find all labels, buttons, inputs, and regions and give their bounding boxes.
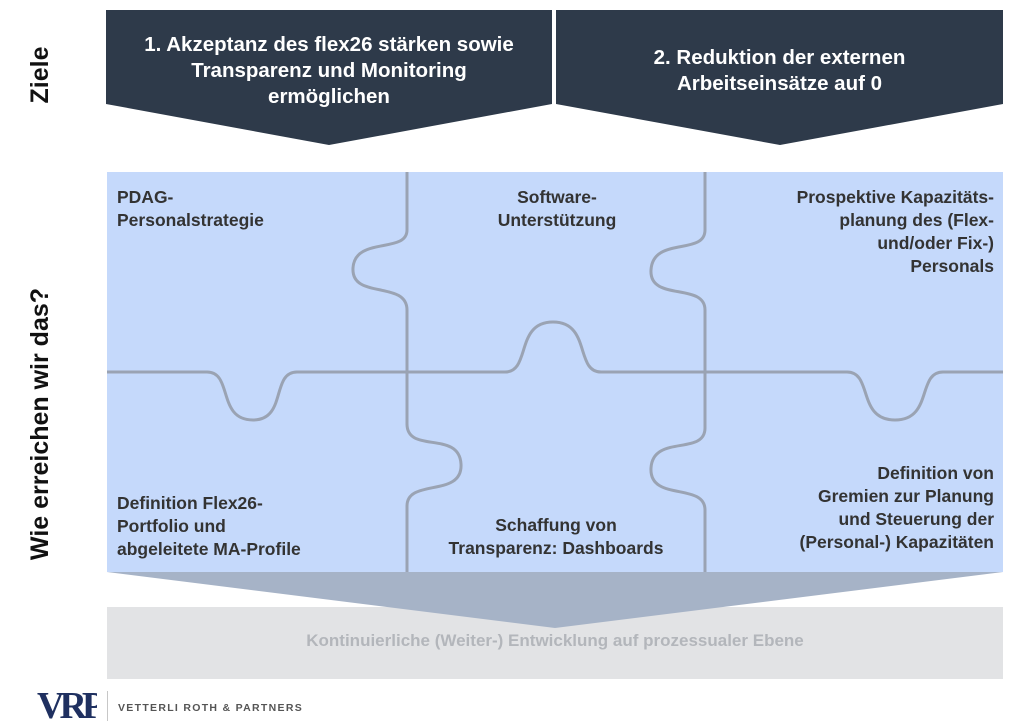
goal-banner-1-shape [106,10,552,145]
piece-6-line-2: Gremien zur Planung [818,486,994,506]
goal-banner-1-text: 1. Akzeptanz des flex26 stärken sowie Tr… [106,32,552,110]
seam-left-bottom [405,370,463,572]
piece-4-line-3: abgeleitete MA-Profile [117,539,301,559]
puzzle-to-foundation-wedge [107,572,1003,628]
piece-personalstrategie-label: PDAG- Personalstrategie [117,186,264,232]
goals-side-label: Ziele [26,46,54,104]
puzzle-grid: PDAG- Personalstrategie Software- Unters… [107,172,1003,572]
piece-6-line-4: (Personal-) Kapazitäten [799,532,994,552]
piece-5-line-1: Schaffung von [495,515,617,535]
piece-portfolio-label: Definition Flex26- Portfolio und abgelei… [117,492,301,561]
goal-banner-1: 1. Akzeptanz des flex26 stärken sowie Tr… [106,10,552,145]
seam-h-left [107,370,409,422]
seam-right-top [649,172,707,374]
piece-gremien-label: Definition von Gremien zur Planung und S… [704,462,994,554]
piece-4-line-1: Definition Flex26- [117,493,263,513]
logo-separator [107,691,108,721]
seam-right-bottom [649,370,707,572]
seam-left-top [351,172,409,374]
piece-3-line-2: planung des (Flex- [839,210,994,230]
piece-6-line-1: Definition von [877,463,994,483]
company-name: VETTERLI ROTH & PARTNERS [118,702,304,714]
piece-2-line-2: Unterstützung [497,210,617,230]
piece-5-line-2: Transparenz: Dashboards [448,538,664,558]
goal-1-line-1: 1. Akzeptanz des flex26 stärken sowie [144,33,514,56]
puzzle-graphic [107,172,1003,572]
foundation-label: Kontinuierliche (Weiter-) Entwicklung au… [306,631,804,650]
piece-dashboards-label: Schaffung von Transparenz: Dashboards [407,514,705,560]
piece-6-line-3: und Steuerung der [838,509,994,529]
piece-4-line-2: Portfolio und [117,516,226,536]
piece-3-line-1: Prospektive Kapazitäts- [796,187,994,207]
piece-software-label: Software- Unterstützung [437,186,677,232]
goal-1-line-2: Transparenz und Monitoring [191,59,467,82]
goal-banner-2-text: 2. Reduktion der externen Arbeitseinsätz… [556,45,1003,97]
goal-banner-2: 2. Reduktion der externen Arbeitseinsätz… [556,10,1003,145]
piece-3-line-4: Personals [910,256,994,276]
piece-kapazitaetsplanung-label: Prospektive Kapazitäts- planung des (Fle… [694,186,994,278]
goal-2-line-2: Arbeitseinsätze auf 0 [676,72,883,95]
how-side-label: Wie erreichen wir das? [26,287,54,561]
goal-2-line-1: 2. Reduktion der externen [653,46,906,69]
piece-1-line-1: PDAG- [117,187,174,207]
piece-3-line-3: und/oder Fix-) [877,233,994,253]
seam-h-right [703,370,1003,422]
svg-text:VRP: VRP [37,686,97,722]
goal-1-line-3: ermöglichen [268,85,390,108]
piece-1-line-2: Personalstrategie [117,210,264,230]
vrp-logo-icon: VRP [37,686,97,722]
seam-h-middle [405,320,707,374]
goal-banner-2-shape [556,10,1003,145]
piece-2-line-1: Software- [517,187,597,207]
